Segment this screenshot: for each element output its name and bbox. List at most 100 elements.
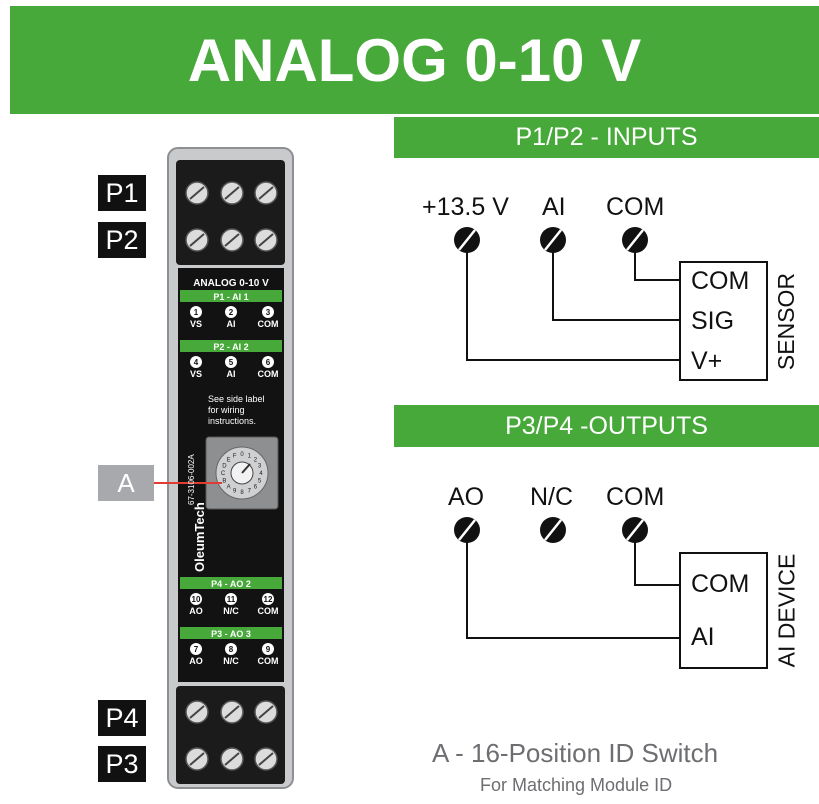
module-terminal-number: 5 [229, 358, 234, 367]
module-terminal-name: N/C [223, 606, 239, 616]
module-terminal-number: 8 [229, 645, 234, 654]
output-terminal-label-ao: AO [448, 483, 485, 511]
sensor-name: SENSOR [773, 272, 800, 370]
input-screws [454, 227, 648, 253]
dial-digit: 4 [259, 471, 263, 477]
module-terminal-number: 4 [194, 358, 199, 367]
module-terminal-name: AI [227, 319, 236, 329]
module-part-number: 67-3106-002A [187, 454, 196, 505]
outputs-header: P3/P4 -OUTPUTS [394, 405, 819, 447]
switch-label: A [98, 465, 154, 501]
module-terminal-number: 10 [192, 595, 201, 604]
module-terminal-number-badge [190, 306, 202, 318]
wire-vs-to-vplus [466, 240, 680, 361]
input-terminal-label-ai: AI [542, 193, 566, 221]
module-note-line: for wiring [208, 405, 245, 415]
module-terminal-number-badge [190, 356, 202, 368]
module-terminal-number-badge [225, 593, 237, 605]
input-terminal-label-vs: +13.5 V [422, 193, 509, 221]
input-terminal-label-com: COM [606, 193, 665, 221]
dial-digit: F [233, 453, 237, 459]
module-terminal-name: COM [258, 319, 279, 329]
page-title: ANALOG 0-10 V [187, 26, 642, 94]
connector-label-p4: P4 [98, 700, 146, 736]
dial-digit: C [221, 471, 226, 477]
sensor-pin-com: COM [691, 267, 750, 295]
module-terminal-number-badge [262, 593, 274, 605]
dial-digit: B [222, 478, 226, 484]
ai-device-box [679, 552, 768, 669]
module-terminal-name: VS [190, 369, 202, 379]
module-note-line: See side label [208, 394, 265, 404]
dial-digit: E [227, 458, 231, 464]
title-banner: ANALOG 0-10 V [10, 6, 819, 114]
module-terminal-number-badge [190, 593, 202, 605]
device-pin-com: COM [691, 570, 750, 598]
sensor-pin-vplus: V+ [691, 347, 723, 375]
ai-device-name: AI DEVICE [773, 553, 800, 667]
module-terminal-number: 3 [266, 308, 271, 317]
dial-digit: 2 [254, 458, 258, 464]
dial-digit: 9 [233, 489, 237, 495]
module-terminal-number: 1 [194, 308, 199, 317]
module-terminal-number: 6 [266, 358, 271, 367]
module-terminal-number-badge [190, 643, 202, 655]
dial-digit: 5 [258, 478, 262, 484]
module-terminal-name: VS [190, 319, 202, 329]
wire-com-to-com [634, 240, 680, 281]
module-terminal-name: AO [189, 656, 203, 666]
module-terminal-number: 2 [229, 308, 234, 317]
sensor-pin-sig: SIG [691, 307, 735, 335]
outputs-header-label: P3/P4 -OUTPUTS [505, 411, 708, 440]
module-terminal-name: COM [258, 606, 279, 616]
module-terminal-name: COM [258, 656, 279, 666]
module-terminal-number-badge [262, 643, 274, 655]
device-pin-ai: AI [691, 623, 715, 651]
module-band-p4: P4 - AO 2 [211, 579, 251, 589]
module-band-p3: P3 - AO 3 [211, 629, 251, 639]
sensor-box [679, 261, 768, 381]
module-terminal-name: AO [189, 606, 203, 616]
dial-digit: D [222, 464, 227, 470]
module-terminal-number: 12 [264, 595, 273, 604]
module-terminal-number-badge [225, 306, 237, 318]
module-brand: OleumTech [192, 502, 207, 572]
dial-digit: 0 [240, 452, 244, 458]
output-screws [454, 517, 648, 543]
module-terminal-number: 7 [194, 645, 199, 654]
module-terminal-number-badge [262, 356, 274, 368]
inputs-header-label: P1/P2 - INPUTS [515, 123, 698, 151]
connector-label-p3: P3 [98, 746, 146, 782]
caption-line2: For Matching Module ID [480, 775, 673, 795]
module-terminal-rows: 1VS2AI3COM4VS5AI6COM10AO11N/C12COM7AO8N/… [189, 306, 279, 666]
module-terminal-number-badge [262, 306, 274, 318]
dial-digit: 1 [248, 453, 252, 459]
module-band-p1: P1 - AI 1 [213, 292, 248, 302]
module-terminal-number-badge [225, 356, 237, 368]
wire-out-com-to-com [634, 530, 680, 586]
dial-digit: 7 [248, 489, 252, 495]
module-title: ANALOG 0-10 V [193, 278, 269, 289]
connector-label-p2: P2 [98, 222, 146, 258]
output-terminal-label-com: COM [606, 483, 665, 511]
dial-digit: 8 [240, 490, 244, 496]
module-band-p2: P2 - AI 2 [213, 342, 248, 352]
module-terminal-number: 11 [227, 595, 236, 604]
module-terminal-number: 9 [266, 645, 271, 654]
dial-digit: 6 [254, 484, 258, 490]
module-note-line: instructions. [208, 416, 256, 426]
inputs-header: P1/P2 - INPUTS [394, 117, 819, 158]
wire-ai-to-sig [552, 240, 680, 321]
module-terminal-number-badge [225, 643, 237, 655]
module-terminal-name: COM [258, 369, 279, 379]
dial-digit: A [227, 484, 231, 490]
output-terminal-label-nc: N/C [530, 483, 574, 511]
module-terminal-name: AI [227, 369, 236, 379]
module-terminal-name: N/C [223, 656, 239, 666]
caption-line1: A - 16-Position ID Switch [432, 738, 719, 768]
dial-digit: 3 [258, 464, 262, 470]
connector-label-p1: P1 [98, 175, 146, 211]
wire-ao-to-ai [466, 530, 680, 639]
